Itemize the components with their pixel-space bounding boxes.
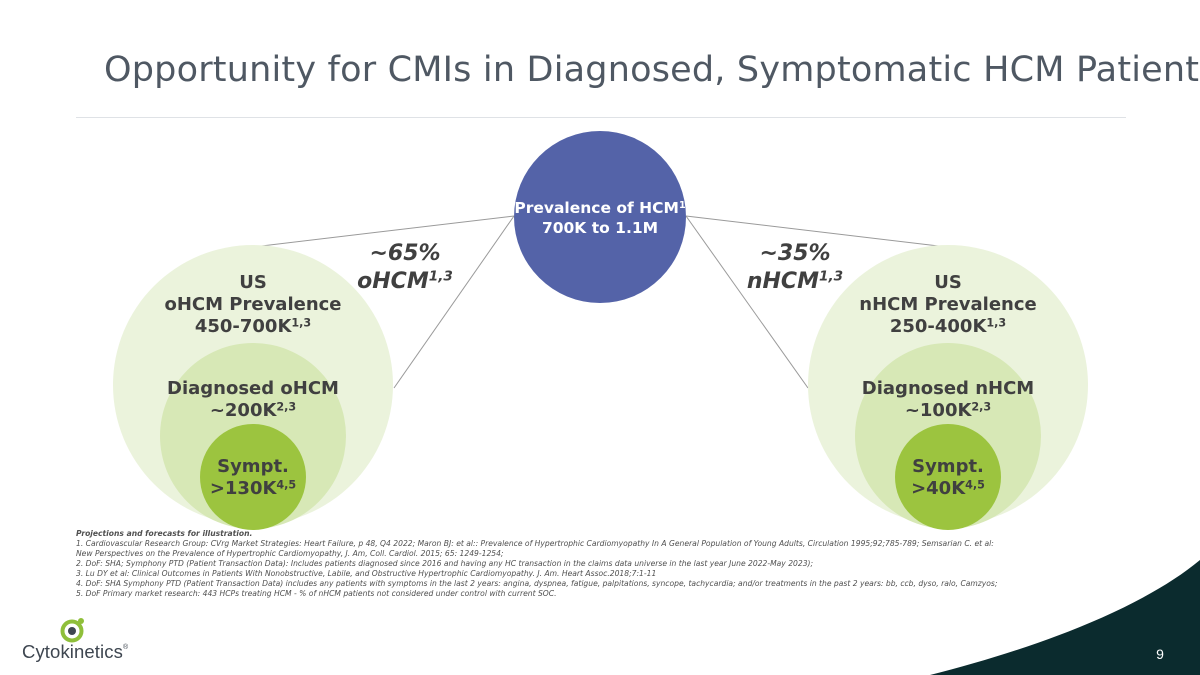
right-symptomatic-label: Sympt. >40K4,5 [911, 456, 985, 499]
connector-left-top [252, 215, 515, 248]
right-percentage: ~35% nHCM1,3 [746, 241, 844, 294]
left-inner-circle [200, 424, 306, 530]
left-percentage: ~65% oHCM1,3 [357, 241, 453, 294]
footnote-line: 5. DoF Primary market research: 443 HCPs… [76, 589, 557, 598]
left-us-prevalence-label: US oHCM Prevalence 450-700K1,3 [164, 272, 342, 337]
connector-right-top [685, 215, 948, 248]
right-diagnosed-label: Diagnosed nHCM ~100K2,3 [861, 378, 1035, 421]
left-diagnosed-label: Diagnosed oHCM ~200K2,3 [167, 378, 339, 421]
connector-right-bottom [685, 215, 809, 389]
logo-wordmark: Cytokinetics® [22, 641, 129, 662]
right-inner-circle [895, 424, 1001, 530]
footnotes: Projections and forecasts for illustrati… [76, 529, 1036, 599]
footnote-line: 2. DoF: SHA; Symphony PTD (Patient Trans… [76, 559, 814, 568]
footnote-line: New Perspectives on the Prevalence of Hy… [76, 549, 504, 558]
page-number: 9 [1156, 646, 1164, 662]
corner-swoosh [930, 560, 1200, 675]
footnote-line: 1. Cardiovascular Research Group: CVrg M… [76, 539, 994, 548]
cytokinetics-logo-icon [60, 618, 84, 643]
connector-left-bottom [393, 215, 515, 389]
cytokinetics-logo: Cytokinetics® [22, 615, 162, 665]
right-us-prevalence-label: US nHCM Prevalence 250-400K1,3 [859, 272, 1037, 337]
left-symptomatic-label: Sympt. >130K4,5 [209, 456, 297, 499]
title-divider [76, 117, 1126, 118]
footnote-heading: Projections and forecasts for illustrati… [76, 529, 253, 538]
footnote-line: 4. DoF: SHA Symphony PTD (Patient Transa… [76, 579, 998, 588]
prevalence-circle [514, 131, 686, 303]
slide-title: Opportunity for CMIs in Diagnosed, Sympt… [104, 50, 1200, 90]
footnote-line: 3. Lu DY et al: Clinical Outcomes in Pat… [76, 569, 657, 578]
prevalence-label: Prevalence of HCM1 700K to 1.1M [514, 199, 686, 237]
